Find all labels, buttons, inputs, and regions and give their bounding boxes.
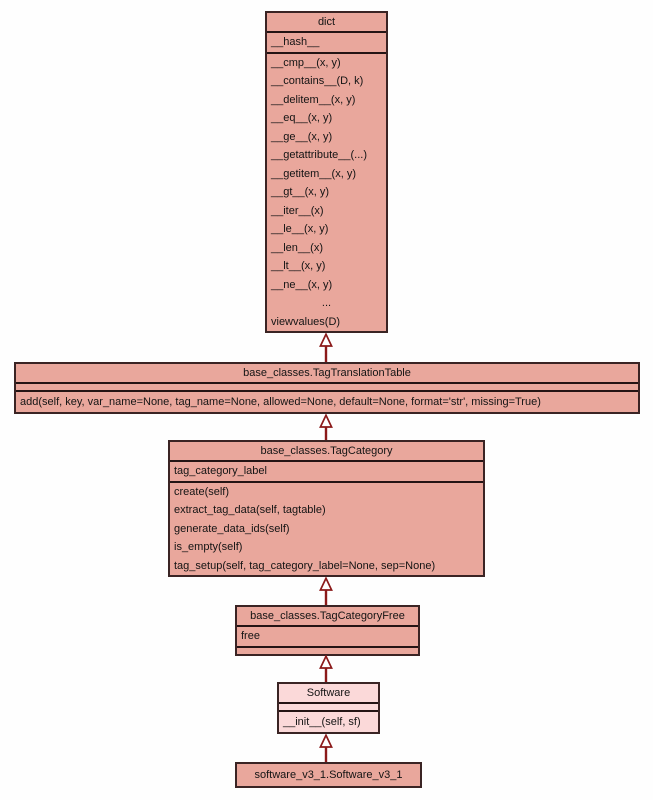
attributes-compartment: __hash__ xyxy=(267,31,386,52)
class-method: __len__(x) xyxy=(271,241,323,254)
methods-compartment: __init__(self, sf) xyxy=(279,710,378,732)
class-method: add(self, key, var_name=None, tag_name=N… xyxy=(20,396,541,408)
class-method: __init__(self, sf) xyxy=(283,716,361,728)
class-method: __getitem__(x, y) xyxy=(271,167,356,180)
attributes-compartment: tag_category_label xyxy=(170,460,483,481)
class-method: create(self) xyxy=(174,485,230,498)
class-box-dict: dict __hash__ __cmp__(x, y) __contains__… xyxy=(265,11,388,333)
class-title: base_classes.TagCategoryFree xyxy=(250,610,405,622)
class-method: __ge__(x, y) xyxy=(271,130,333,143)
class-method: __getattribute__(...) xyxy=(271,149,368,161)
class-method: __eq__(x, y) xyxy=(271,112,333,124)
class-attribute: free xyxy=(241,630,260,642)
inheritance-arrow xyxy=(319,333,333,362)
inheritance-arrow xyxy=(319,734,333,762)
class-title: Software xyxy=(306,687,351,699)
methods-compartment-empty xyxy=(237,645,418,654)
class-method: __le__(x, y) xyxy=(271,223,329,235)
methods-ellipsis: ... xyxy=(321,297,332,309)
class-title: software_v3_1.Software_v3_1 xyxy=(254,769,403,781)
methods-compartment: create(self) extract_tag_data(self, tagt… xyxy=(170,480,483,576)
class-box-tagtranslationtable: base_classes.TagTranslationTable add(sel… xyxy=(14,362,640,414)
class-method: extract_tag_data(self, tagtable) xyxy=(174,504,326,516)
methods-compartment: add(self, key, var_name=None, tag_name=N… xyxy=(16,390,638,412)
inheritance-arrow xyxy=(319,577,333,605)
class-method: generate_data_ids(self) xyxy=(174,522,290,535)
inheritance-arrow xyxy=(319,655,333,682)
class-title: dict xyxy=(317,16,336,28)
class-method: __ne__(x, y) xyxy=(271,278,333,291)
class-attribute: __hash__ xyxy=(271,36,320,48)
class-box-tagcategory: base_classes.TagCategory tag_category_la… xyxy=(168,440,485,577)
inheritance-arrow xyxy=(319,414,333,440)
class-method: __gt__(x, y) xyxy=(271,186,330,198)
attributes-compartment-empty xyxy=(16,382,638,390)
class-box-software-v3-1: software_v3_1.Software_v3_1 xyxy=(235,762,422,788)
class-method: __iter__(x) xyxy=(271,204,324,217)
class-method: viewvalues(D) xyxy=(271,315,341,328)
class-method: __lt__(x, y) xyxy=(271,260,326,272)
class-attribute: tag_category_label xyxy=(174,465,267,477)
class-method: is_empty(self) xyxy=(174,541,243,553)
attributes-compartment: free xyxy=(237,625,418,646)
class-box-tagcategoryfree: base_classes.TagCategoryFree free xyxy=(235,605,420,656)
class-title: base_classes.TagCategory xyxy=(260,445,393,457)
attributes-compartment-empty xyxy=(279,702,378,710)
class-method: __cmp__(x, y) xyxy=(271,56,341,69)
class-box-software: Software __init__(self, sf) xyxy=(277,682,380,734)
class-method: tag_setup(self, tag_category_label=None,… xyxy=(174,559,436,572)
methods-compartment: __cmp__(x, y) __contains__(D, k) __delit… xyxy=(267,51,386,332)
class-method: __contains__(D, k) xyxy=(271,75,364,87)
class-title: base_classes.TagTranslationTable xyxy=(243,367,411,379)
class-method: __delitem__(x, y) xyxy=(271,93,356,106)
